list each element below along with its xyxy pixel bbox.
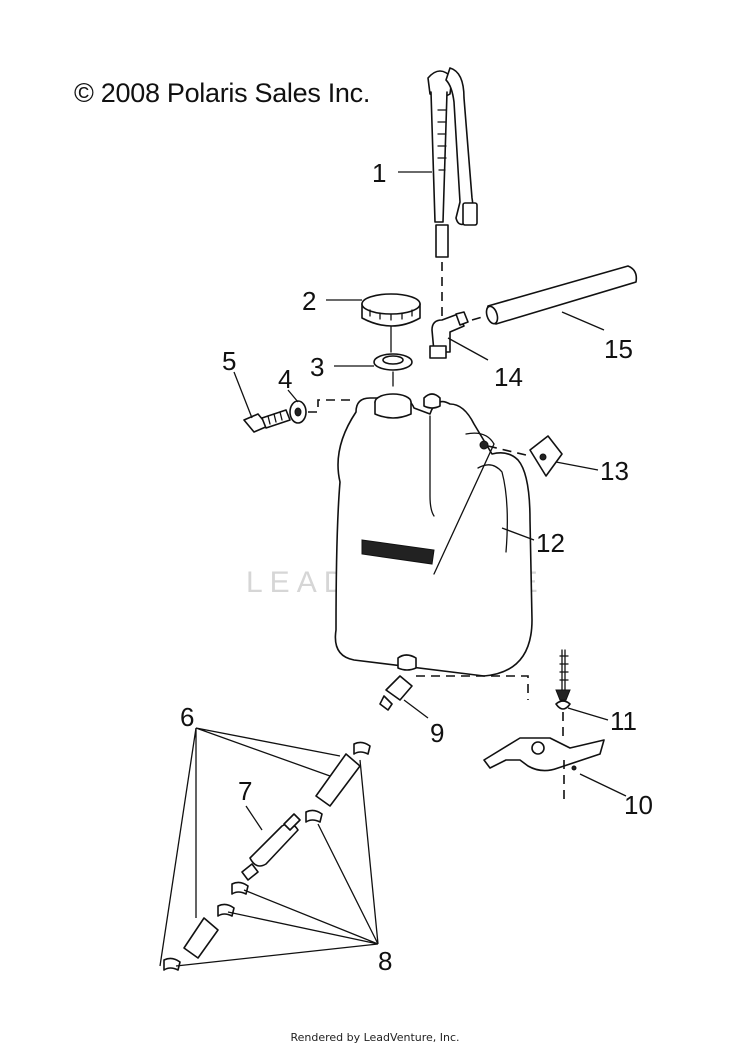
- callout-4: 4: [278, 364, 292, 394]
- part-10-mounting-bracket: [483, 737, 605, 800]
- callout-8: 8: [378, 946, 392, 976]
- part-3-gasket: [373, 353, 413, 387]
- callout-11: 11: [610, 706, 637, 736]
- part-14-elbow-fitting: [429, 311, 469, 359]
- copyright-notice: © 2008 Polaris Sales Inc.: [74, 78, 371, 108]
- part-12-oil-tank: [334, 393, 533, 677]
- callout-9: 9: [430, 718, 444, 748]
- callout-5: 5: [222, 346, 236, 376]
- part-7-inline-filter: [241, 813, 301, 881]
- part-4-washer: [289, 400, 307, 424]
- part-2-filler-cap: [361, 293, 421, 353]
- callout-15: 15: [604, 334, 633, 364]
- callout-7: 7: [238, 776, 252, 806]
- part-13-bracket: [487, 435, 563, 477]
- callout-2: 2: [302, 286, 316, 316]
- part-6-hose-segments: [183, 753, 361, 959]
- dashed-line-bolt: [308, 399, 356, 413]
- part-8-hose-clamps: [163, 741, 371, 971]
- callout-labels: 1 2 3 4 5 6 7 8 9 10 11 12 13 14 15: [180, 158, 653, 976]
- part-5-bolt: [243, 409, 291, 433]
- part-1-level-sensor: [427, 67, 478, 330]
- callout-10: 10: [624, 790, 653, 820]
- callout-13: 13: [600, 456, 629, 486]
- callout-6: 6: [180, 702, 194, 732]
- callout-1: 1: [372, 158, 386, 188]
- part-15-hose: [471, 265, 638, 325]
- callout-14: 14: [494, 362, 523, 392]
- part-9-drain-fitting: [379, 675, 529, 711]
- render-credit: Rendered by LeadVenture, Inc.: [290, 1031, 460, 1044]
- part-11-stud: [555, 649, 571, 740]
- leader-lines: [159, 171, 627, 967]
- callout-12: 12: [536, 528, 565, 558]
- callout-3: 3: [310, 352, 324, 382]
